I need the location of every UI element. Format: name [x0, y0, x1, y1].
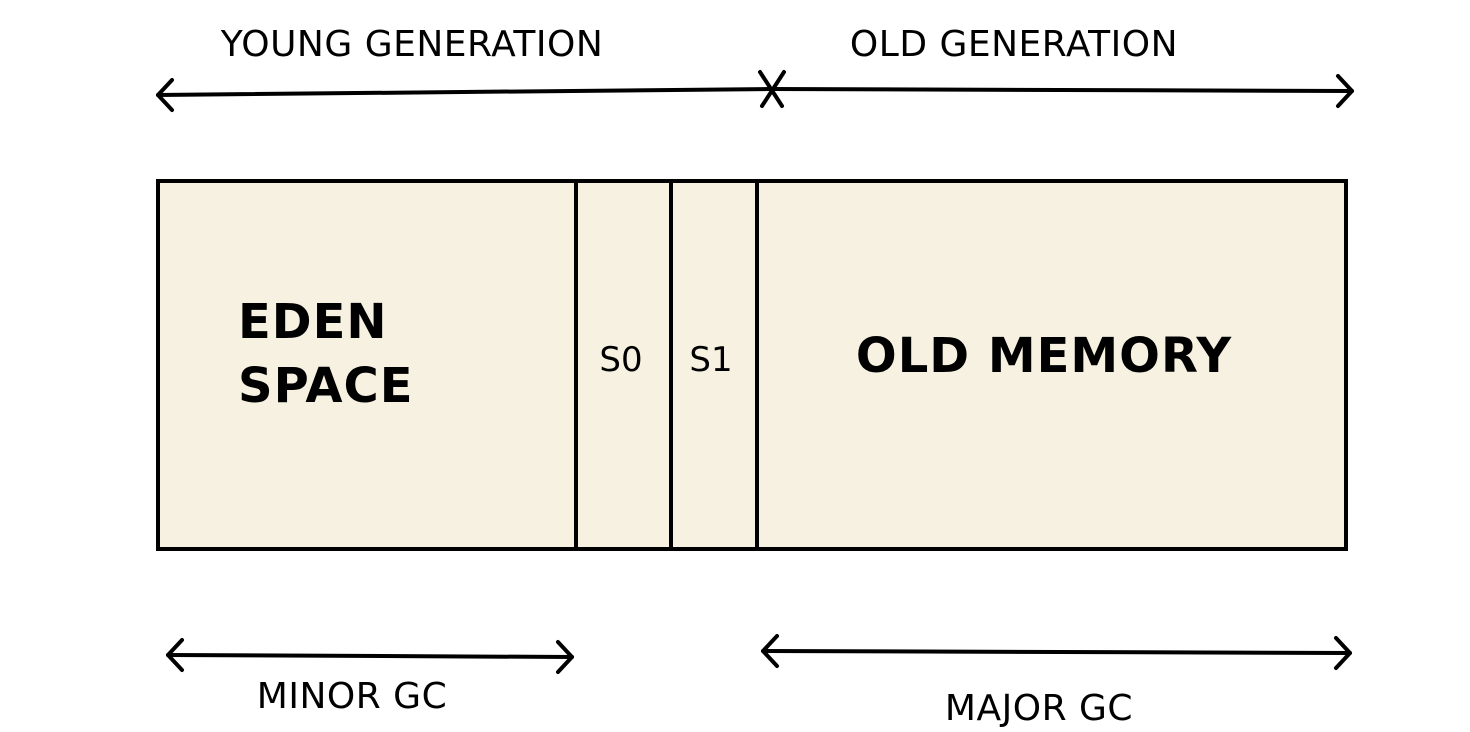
young-generation-label: YOUNG GENERATION [220, 24, 604, 65]
s1-region [669, 179, 759, 551]
old-generation-label: OLD GENERATION [850, 24, 1178, 65]
young-generation-arrow [156, 78, 772, 112]
eden-label-line1: EDEN [238, 294, 388, 350]
s1-label: S1 [689, 340, 732, 380]
eden-label-line2: SPACE [238, 358, 414, 414]
s0-region [574, 179, 673, 551]
major-gc-label: MAJOR GC [945, 688, 1133, 729]
old-memory-label: OLD MEMORY [856, 328, 1232, 384]
eden-space-region [156, 179, 578, 551]
s0-label: S0 [599, 340, 642, 380]
generation-divider-cross-icon [758, 70, 786, 108]
old-generation-arrow [768, 74, 1354, 108]
minor-gc-label: MINOR GC [257, 676, 447, 717]
major-gc-arrow [761, 634, 1352, 670]
old-memory-region [755, 179, 1348, 551]
minor-gc-arrow [166, 638, 574, 674]
